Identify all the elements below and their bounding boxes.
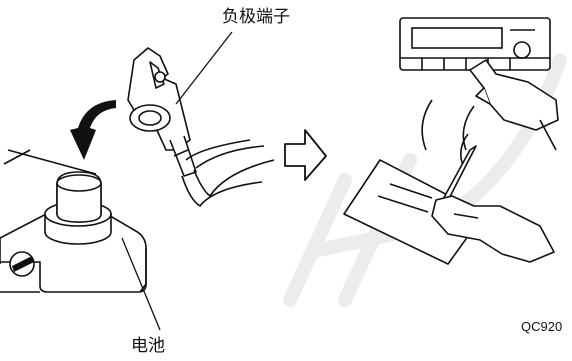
negative-terminal-label: 负极端子 — [222, 7, 290, 27]
figure-code: QC920 — [521, 319, 563, 334]
vent-cap — [9, 251, 35, 277]
outline-right-arrow-icon — [284, 129, 327, 181]
writing-hand — [431, 145, 555, 263]
cables — [181, 139, 275, 208]
battery-label: 电池 — [131, 336, 165, 356]
battery — [0, 149, 147, 293]
pressing-hand — [469, 59, 559, 151]
battery-post — [44, 171, 112, 245]
leader-lines — [121, 31, 233, 331]
negative-terminal — [127, 47, 197, 177]
curved-arrow-icon — [70, 100, 116, 160]
radio-unit — [399, 17, 551, 71]
watermark — [283, 53, 567, 307]
